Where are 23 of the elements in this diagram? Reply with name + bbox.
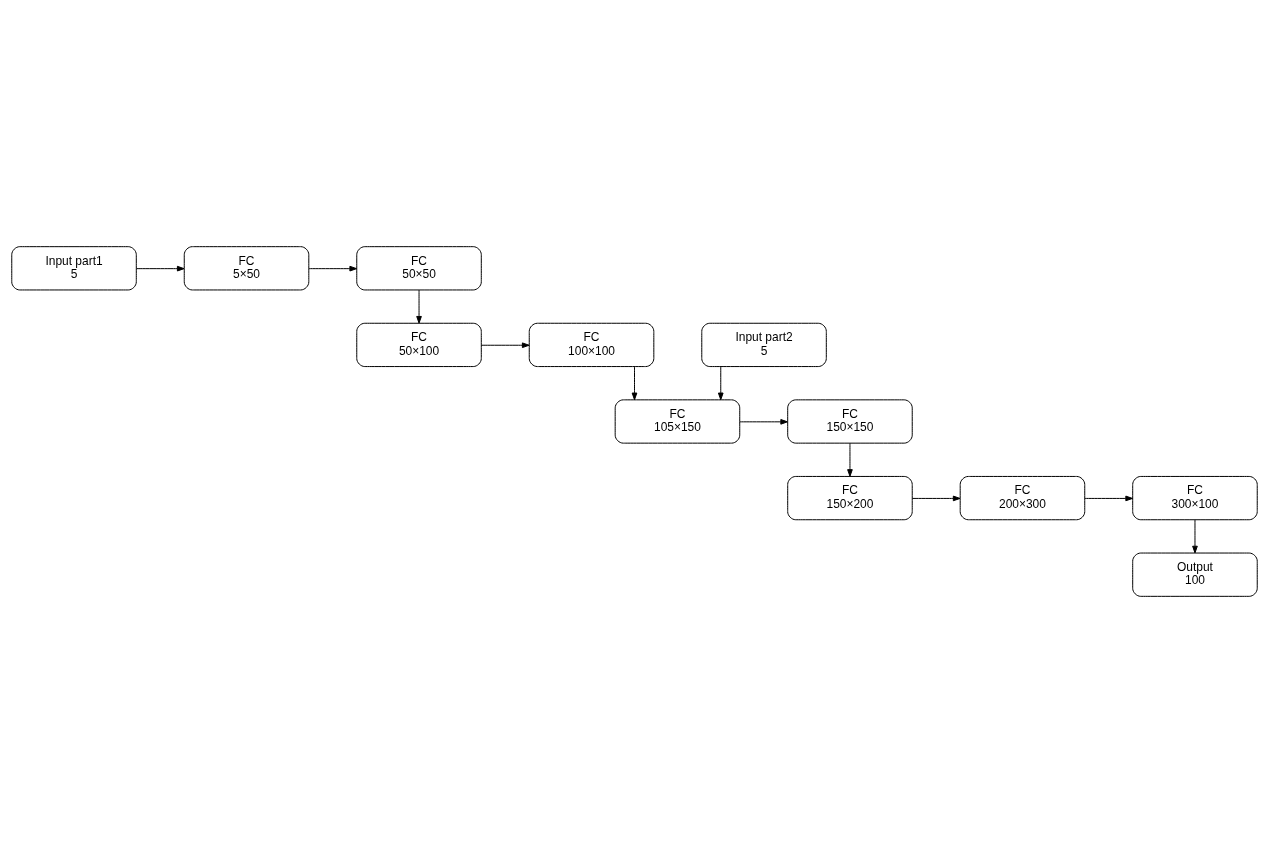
arrow (717, 366, 724, 401)
arrow (135, 265, 185, 272)
node-box: FC 5×50 (183, 246, 310, 291)
node-box: Input part2 5 (701, 322, 827, 368)
node-box: FC 50×100 (356, 322, 482, 368)
arrow (631, 366, 638, 401)
arrow (1084, 495, 1133, 502)
arrow (308, 265, 358, 272)
arrow (847, 442, 853, 477)
node-box: FC 300×100 (1132, 475, 1258, 521)
node-box: Input part1 5 (11, 246, 137, 291)
node-box: FC 50×50 (356, 246, 482, 291)
arrow (911, 495, 961, 502)
node-box: FC 105×150 (614, 399, 741, 444)
node-box: FC 100×100 (528, 322, 655, 368)
node-box: FC 200×300 (959, 475, 1086, 521)
node-box: FC 150×150 (787, 399, 913, 444)
node-box: FC 150×200 (787, 475, 913, 521)
arrow (739, 419, 788, 425)
arrow (1192, 519, 1198, 554)
arrow (416, 289, 422, 324)
arrow (480, 342, 530, 349)
node-box: Output 100 (1132, 552, 1258, 597)
